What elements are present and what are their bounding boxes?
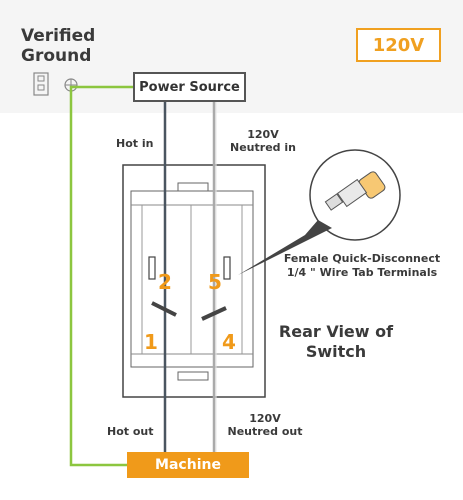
terminal-2: 2	[158, 270, 172, 294]
terminal-4: 4	[222, 330, 236, 354]
callout-line-2: 1/4 " Wire Tab Terminals	[286, 266, 438, 279]
quick-disconnect-connector-icon	[324, 171, 386, 211]
neutral-in-voltage: 120V	[247, 128, 279, 141]
power-source-box: Power Source	[133, 72, 246, 102]
machine-box: Machine	[127, 452, 249, 478]
terminal-5: 5	[208, 270, 222, 294]
ground-wire	[69, 85, 133, 467]
hot-in-label: Hot in	[116, 137, 154, 150]
callout-line-1: Female Quick-Disconnect	[283, 252, 441, 265]
neutral-out-label: 120V Neutred out	[220, 412, 310, 438]
rear-view-label: Rear View of Switch	[278, 322, 394, 361]
verified-ground-label: Verified Ground	[21, 26, 96, 66]
neutral-out-voltage: 120V	[249, 412, 281, 425]
voltage-badge: 120V	[356, 28, 441, 62]
outlet-icon	[33, 72, 49, 96]
connector-callout-text: Female Quick-Disconnect 1/4 " Wire Tab T…	[272, 252, 452, 280]
neutral-in-label: 120V Neutred in	[226, 128, 300, 154]
switch-body	[122, 164, 266, 398]
terminal-1: 1	[144, 330, 158, 354]
neutral-in-text: Neutred in	[230, 141, 296, 154]
hot-out-label: Hot out	[107, 425, 154, 438]
neutral-out-text: Neutred out	[227, 425, 303, 438]
